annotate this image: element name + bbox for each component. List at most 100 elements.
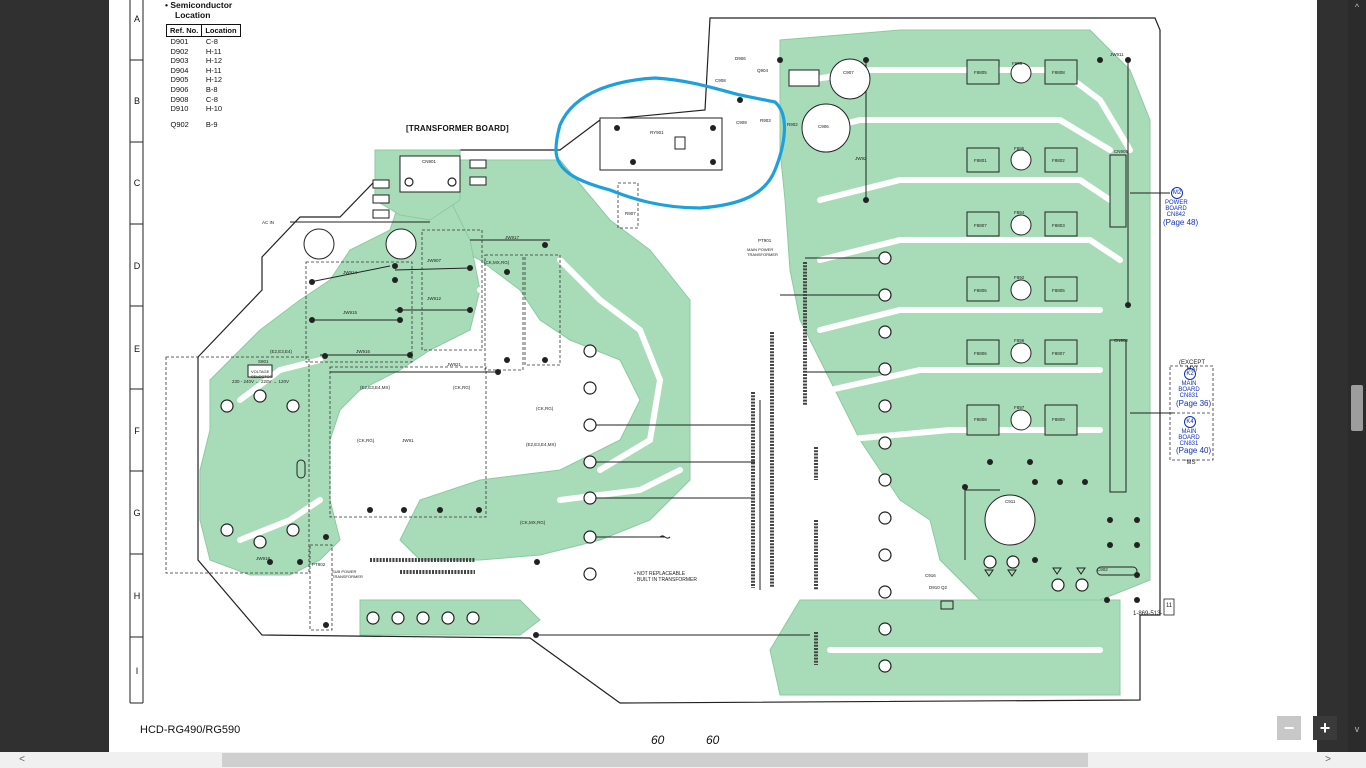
svg-text:Q904: Q904 xyxy=(757,68,769,73)
svg-text:F8801: F8801 xyxy=(974,158,987,163)
svg-text:JW921: JW921 xyxy=(447,362,462,367)
ms-label: "MS" xyxy=(1184,460,1198,466)
connector-m2-page-link[interactable]: (Page 48) xyxy=(1163,218,1199,227)
svg-text:CN901: CN901 xyxy=(422,159,437,164)
location-cell: H-11 xyxy=(205,65,222,75)
svg-text:F8806: F8806 xyxy=(974,351,987,356)
connector-text: POWER xyxy=(1165,200,1188,206)
horizontal-scroll-thumb[interactable] xyxy=(222,753,1088,767)
main-power-transformer-label: MAIN POWER TRANSFORMER xyxy=(747,247,778,257)
svg-text:(CK,MX,RG): (CK,MX,RG) xyxy=(484,260,510,265)
diodes xyxy=(296,459,1138,610)
connector-k2-page-link[interactable]: (Page 36) xyxy=(1176,399,1212,408)
connector-k2-badge: K2 xyxy=(1184,368,1196,380)
legend-header-ref: Ref. No. xyxy=(165,24,203,37)
svg-text:F895: F895 xyxy=(1014,146,1025,151)
zoom-in-button[interactable]: + xyxy=(1313,716,1337,740)
legend-title-line2: Location xyxy=(175,10,211,20)
capacitors xyxy=(303,58,1036,546)
ref-cell: Q902 xyxy=(170,119,189,129)
row-label-b: B xyxy=(133,96,140,106)
voltage-range-label: 230 - 240V ← 220V → 120V xyxy=(232,379,290,384)
connector-text: BOARD xyxy=(1165,206,1187,212)
svg-text:F896: F896 xyxy=(1014,338,1025,343)
scroll-up-arrow-icon[interactable]: ^ xyxy=(1354,2,1360,12)
svg-text:C907: C907 xyxy=(843,70,854,75)
svg-text:C908: C908 xyxy=(715,78,726,83)
connector-text: BOARD xyxy=(1178,435,1200,441)
row-label-h: H xyxy=(133,591,141,601)
table-row: D905 H-12 xyxy=(167,75,241,85)
ref-cell: D901 xyxy=(170,37,189,46)
model-number: HCD-RG490/RG590 xyxy=(140,724,241,736)
pads xyxy=(220,177,1089,673)
page-number-left: 60 xyxy=(651,733,665,747)
svg-text:C916: C916 xyxy=(925,573,936,578)
location-cell: H-12 xyxy=(205,75,223,85)
ref-cell: D905 xyxy=(170,75,189,85)
built-in-note: BUILT IN TRANSFORMER xyxy=(637,577,698,583)
scroll-left-arrow-icon[interactable]: < xyxy=(19,754,25,765)
svg-text:F8807: F8807 xyxy=(1052,351,1065,356)
connector-text: MAIN xyxy=(1181,381,1197,387)
svg-text:JW914: JW914 xyxy=(343,270,358,275)
zoom-out-button[interactable]: − xyxy=(1277,716,1301,740)
location-cell: C-8 xyxy=(205,94,218,104)
row-label-d: D xyxy=(133,261,141,271)
svg-text:PT901: PT901 xyxy=(758,238,772,243)
horizontal-scrollbar[interactable]: < > xyxy=(0,752,1366,768)
legend-title: • Semiconductor Location xyxy=(165,0,232,20)
voltage-selector-label: VOLTAGE SELECTOR xyxy=(251,369,273,379)
svg-text:R902: R902 xyxy=(787,122,798,127)
connector-text: CN842 xyxy=(1166,212,1186,218)
part-number: 1-869-513- xyxy=(1133,611,1163,617)
scroll-right-arrow-icon[interactable]: > xyxy=(1325,754,1331,765)
svg-text:F8808: F8808 xyxy=(1052,70,1065,75)
svg-text:CN905: CN905 xyxy=(1114,149,1129,154)
vias xyxy=(267,57,1140,638)
page-number-right: 60 xyxy=(706,733,720,747)
part-number-suffix: 11 xyxy=(1166,603,1173,609)
svg-text:(E2,E3,E4): (E2,E3,E4) xyxy=(270,349,293,354)
row-label-e: E xyxy=(133,344,140,354)
svg-text:JW916: JW916 xyxy=(356,349,371,354)
svg-text:(E2,E3,E4,MX): (E2,E3,E4,MX) xyxy=(526,442,557,447)
svg-text:R907: R907 xyxy=(625,211,636,216)
connector-k2-text: MAIN BOARD CN831 xyxy=(1178,381,1200,399)
svg-text:F8808: F8808 xyxy=(974,417,987,422)
connector-k4-text: MAIN BOARD CN831 xyxy=(1178,429,1200,447)
svg-text:JW917: JW917 xyxy=(505,235,520,240)
svg-text:F8809: F8809 xyxy=(1052,417,1065,422)
ref-cell: D910 xyxy=(170,104,189,114)
ref-cell: D908 xyxy=(170,94,189,104)
scroll-down-arrow-icon[interactable]: v xyxy=(1354,724,1360,734)
vertical-scrollbar[interactable]: ^ v xyxy=(1348,0,1366,752)
svg-text:RY901: RY901 xyxy=(650,130,664,135)
vertical-scroll-thumb[interactable] xyxy=(1351,385,1363,431)
ref-cell: D903 xyxy=(170,56,189,66)
dashed-boxes xyxy=(165,182,1214,631)
connector-text: CN831 xyxy=(1179,441,1199,447)
connector-k4-badge: K4 xyxy=(1184,416,1196,428)
relay-ry901 xyxy=(247,69,820,378)
connector-m2-badge: M2 xyxy=(1171,187,1183,199)
svg-text:F892: F892 xyxy=(1014,275,1025,280)
location-cell: H-12 xyxy=(205,56,223,66)
svg-text:JW907: JW907 xyxy=(427,258,442,263)
svg-text:CN902: CN902 xyxy=(1114,338,1129,343)
pcb-lanes xyxy=(237,67,1133,653)
svg-text:AC IN: AC IN xyxy=(262,220,274,225)
fuse-symbols xyxy=(1010,62,1032,431)
svg-text:C902: C902 xyxy=(1097,567,1108,572)
ref-cell: D904 xyxy=(170,65,189,75)
svg-text:F8802: F8802 xyxy=(1052,158,1065,163)
connector-k4-page-link[interactable]: (Page 40) xyxy=(1176,446,1212,455)
